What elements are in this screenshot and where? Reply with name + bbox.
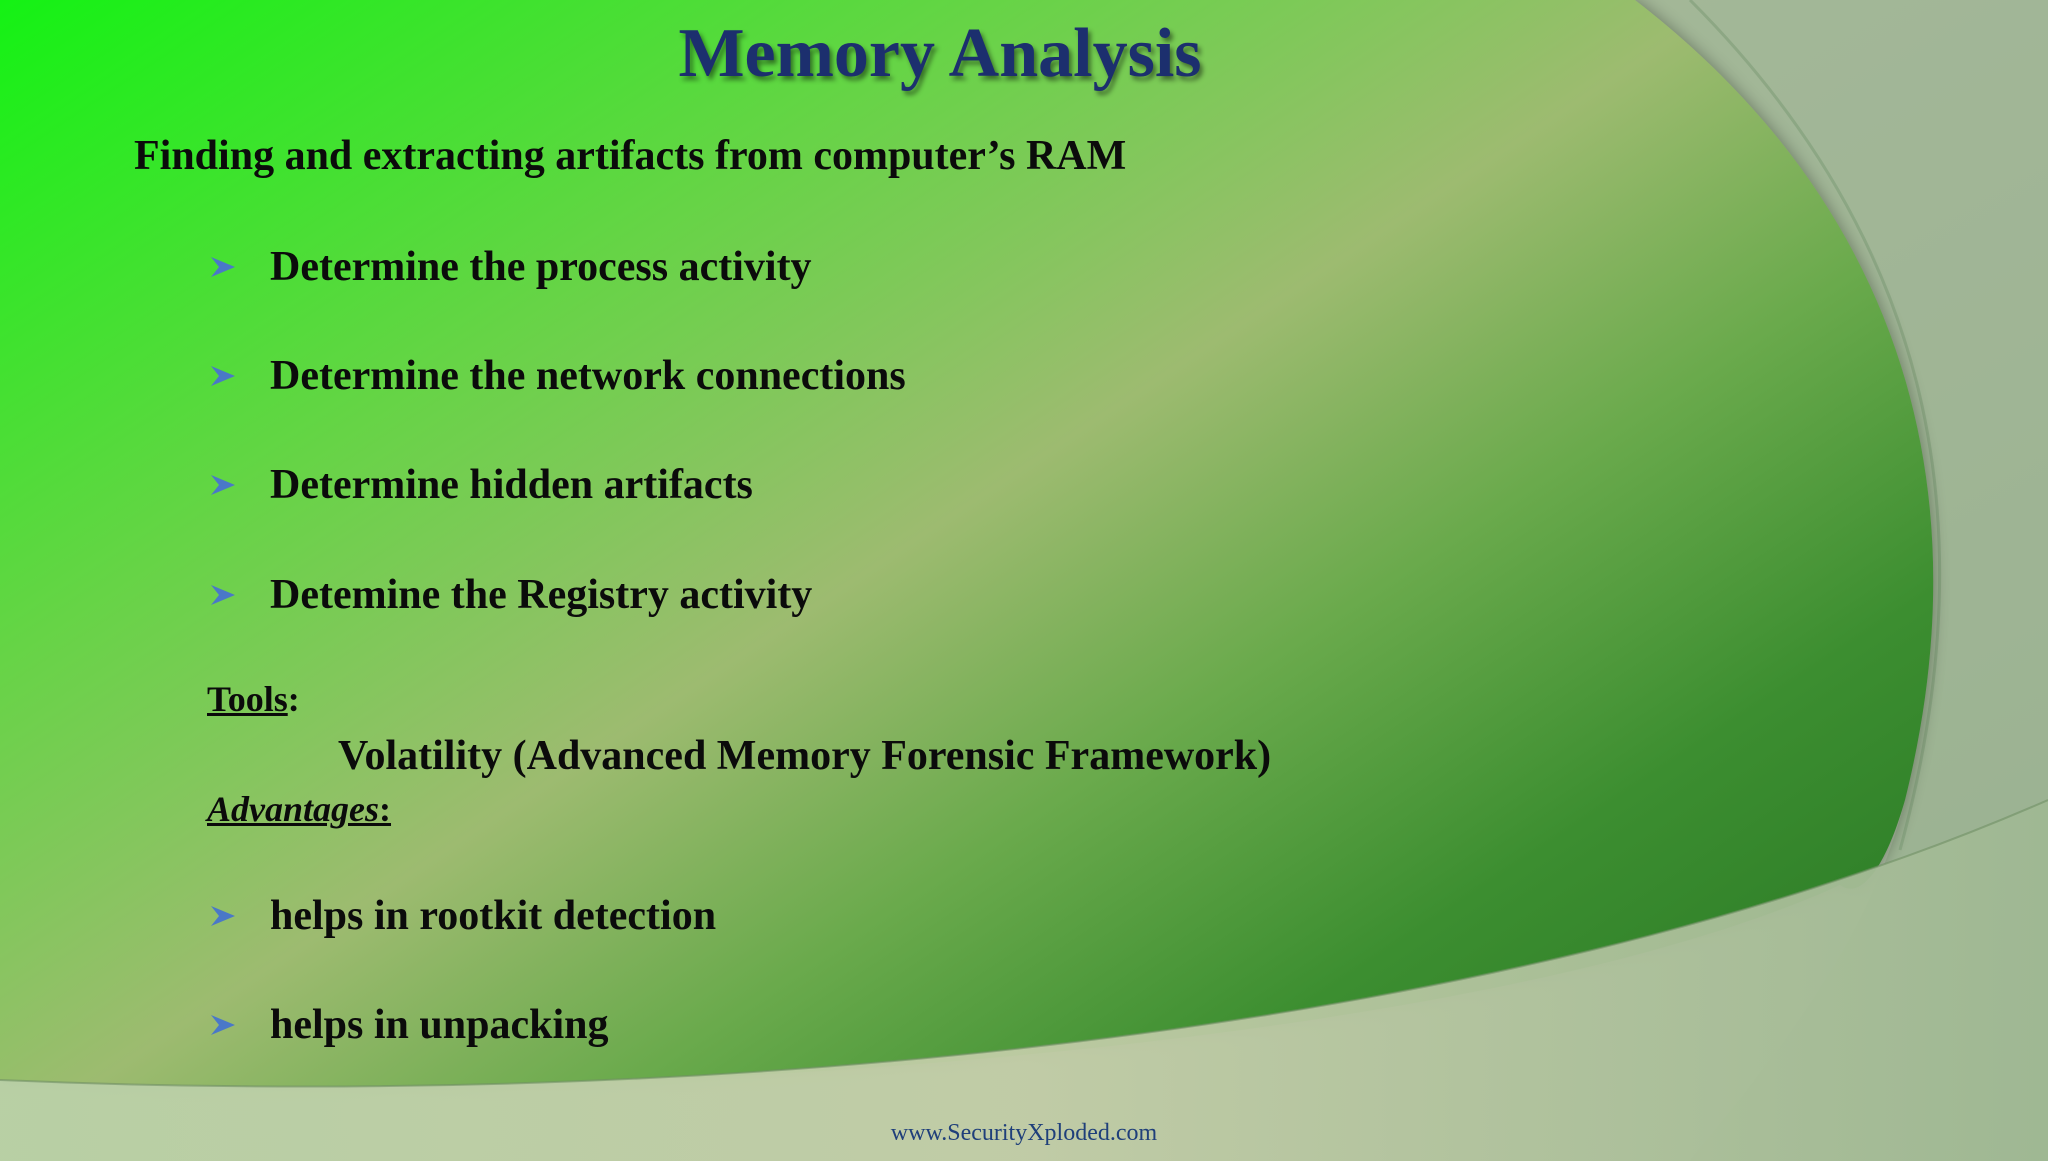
arrowhead-bullet-icon <box>211 475 235 495</box>
tools-heading-label: Tools <box>207 679 288 719</box>
advantage-text: helps in unpacking <box>270 1002 609 1048</box>
advantages-heading-colon: : <box>379 789 392 829</box>
tool-name: Volatility (Advanced Memory Forensic Fra… <box>338 733 1272 779</box>
arrowhead-bullet-icon <box>211 257 235 277</box>
advantage-text: helps in rootkit detection <box>270 893 717 939</box>
bullet-item: Determine the network connections <box>208 352 906 400</box>
advantages-heading: Advantages: <box>207 788 391 830</box>
arrowhead-bullet-icon <box>211 585 235 605</box>
arrowhead-bullet-icon <box>211 1015 235 1035</box>
slide-title: Memory Analysis <box>678 15 1202 92</box>
advantage-item: helps in unpacking <box>208 1001 609 1049</box>
footer-url[interactable]: www.SecurityXploded.com <box>890 1120 1158 1146</box>
bullet-item: Detemine the Registry activity <box>208 571 812 619</box>
bullet-text: Determine the process activity <box>270 244 812 290</box>
bullet-item: Determine the process activity <box>208 243 812 291</box>
advantages-heading-label: Advantages <box>207 789 380 829</box>
bullet-item: Determine hidden artifacts <box>208 461 753 509</box>
tools-heading: Tools: <box>207 678 300 720</box>
bullet-text: Detemine the Registry activity <box>270 572 813 618</box>
advantage-item: helps in rootkit detection <box>208 892 716 940</box>
bullet-text: Determine the network connections <box>270 353 906 399</box>
tools-heading-colon: : <box>287 679 300 719</box>
arrowhead-bullet-icon <box>211 906 235 926</box>
arrowhead-bullet-icon <box>211 366 235 386</box>
slide-subtitle: Finding and extracting artifacts from co… <box>134 133 1127 179</box>
bullet-text: Determine hidden artifacts <box>270 462 753 508</box>
